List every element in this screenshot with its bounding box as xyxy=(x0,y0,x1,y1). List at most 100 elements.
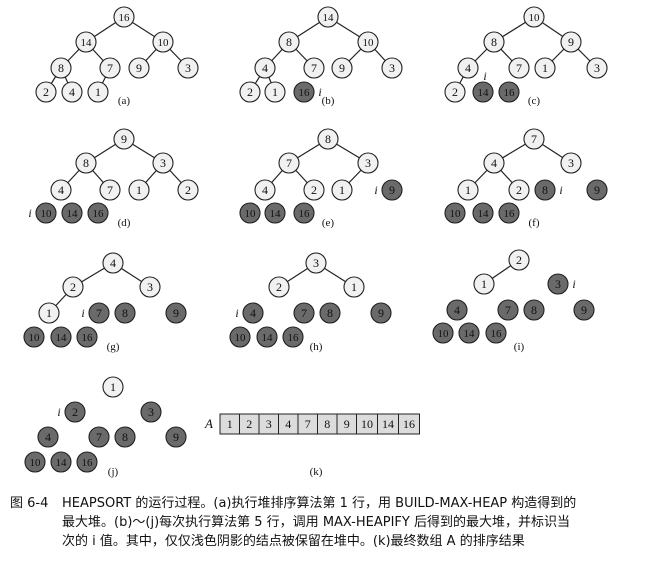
array-cell-value: 16 xyxy=(403,417,415,431)
heap-node: 9 xyxy=(331,57,353,79)
array-cell: 3 xyxy=(258,413,279,435)
heap-node-circle xyxy=(508,249,530,271)
removed-node-circle xyxy=(498,81,520,103)
node-key: 2 xyxy=(72,405,78,419)
heap-node: 10 xyxy=(24,451,46,473)
heap-node: 7 xyxy=(303,57,325,79)
node-key: 14 xyxy=(56,457,68,469)
heap-node-circle xyxy=(357,31,379,53)
node-key: 8 xyxy=(83,156,89,170)
node-key: 10 xyxy=(158,37,170,49)
node-key: 1 xyxy=(136,183,142,197)
node-key: 3 xyxy=(313,256,319,270)
heap-node: 8 xyxy=(75,152,97,174)
node-key: 10 xyxy=(245,208,257,220)
node-key: 1 xyxy=(272,85,278,99)
i-marker: i xyxy=(559,183,562,197)
heap-node: 3 xyxy=(586,57,608,79)
node-key: 1 xyxy=(110,380,116,394)
heap-node: 1 xyxy=(331,179,353,201)
node-key: 3 xyxy=(389,61,395,75)
node-key: 1 xyxy=(465,183,471,197)
heap-node: 2 xyxy=(64,401,86,423)
node-key: 9 xyxy=(568,35,574,49)
heap-node: 4 xyxy=(50,179,72,201)
array-cell-value: 9 xyxy=(344,417,350,431)
heap-node-circle xyxy=(102,376,124,398)
heap-node: 9 xyxy=(560,31,582,53)
heap-node: 16 xyxy=(76,451,98,473)
removed-node-circle xyxy=(381,179,403,201)
heap-node: 14 xyxy=(50,451,72,473)
node-key: 14 xyxy=(478,87,490,99)
removed-node-circle xyxy=(432,322,454,344)
array-cell-value: 7 xyxy=(305,417,311,431)
heap-node: 2 xyxy=(508,249,530,271)
heap-node: 8 xyxy=(114,302,136,324)
node-key: 8 xyxy=(286,35,292,49)
heap-node: 10 xyxy=(23,326,45,348)
heap-node: 7 xyxy=(88,426,110,448)
heap-node: 8 xyxy=(114,426,136,448)
heap-node: 16 xyxy=(293,202,315,224)
array-cell: 1 xyxy=(219,413,240,435)
node-key: 4 xyxy=(110,256,116,270)
node-key: 3 xyxy=(365,156,371,170)
heap-node-circle xyxy=(331,179,353,201)
heap-node-circle xyxy=(62,276,84,298)
node-key: 16 xyxy=(288,332,300,344)
array-name: A xyxy=(204,416,213,431)
heap-node: 3 xyxy=(381,57,403,79)
node-key: 10 xyxy=(529,12,541,24)
node-key: 2 xyxy=(311,183,317,197)
heap-node-circle xyxy=(264,81,286,103)
array-cell-value: 1 xyxy=(227,417,233,431)
array-cell: 8 xyxy=(317,413,338,435)
removed-node-circle xyxy=(114,426,136,448)
array-cell-value: 8 xyxy=(324,417,330,431)
caption-line-2: 最大堆。(b)～(j)每次执行算法第 5 行，调用 MAX-HEAPIFY 后得… xyxy=(62,515,570,530)
heap-node: 14 xyxy=(317,6,339,28)
node-key: 14 xyxy=(67,208,79,220)
removed-node-circle xyxy=(87,202,109,224)
removed-node-circle xyxy=(88,426,110,448)
node-key: 9 xyxy=(136,61,142,75)
heap-node: 7 xyxy=(99,57,121,79)
heap-node-circle xyxy=(303,179,325,201)
node-key: 3 xyxy=(148,405,154,419)
heap-node-circle xyxy=(586,57,608,79)
removed-node-circle xyxy=(264,202,286,224)
heap-node: 9 xyxy=(370,302,392,324)
heap-node: 9 xyxy=(165,426,187,448)
removed-node-circle xyxy=(24,451,46,473)
heap-node: 9 xyxy=(113,128,135,150)
heap-node: 9 xyxy=(381,179,403,201)
heap-node-circle xyxy=(381,57,403,79)
heap-node-circle xyxy=(99,57,121,79)
heap-node-circle xyxy=(473,273,495,295)
node-key: 7 xyxy=(311,61,317,75)
node-key: 9 xyxy=(121,132,127,146)
node-key: 2 xyxy=(516,253,522,267)
caption-figure-number: 图 6-4 xyxy=(10,496,49,511)
i-marker: i xyxy=(483,69,486,83)
heap-node: 7 xyxy=(508,57,530,79)
heap-node: 4 xyxy=(102,252,124,274)
array-cell-value: 10 xyxy=(361,417,373,431)
panel-label: (j) xyxy=(108,466,119,478)
heap-node: 1 xyxy=(102,376,124,398)
heap-node: 2 xyxy=(268,276,290,298)
node-key: 7 xyxy=(531,132,537,146)
heap-node: 1 xyxy=(457,179,479,201)
node-key: 9 xyxy=(378,306,384,320)
node-key: 2 xyxy=(247,85,253,99)
node-key: 7 xyxy=(96,430,102,444)
heap-node: 10 xyxy=(35,202,57,224)
i-marker: i xyxy=(572,277,575,291)
heap-node: 16 xyxy=(87,202,109,224)
removed-node-circle xyxy=(61,202,83,224)
node-key: 16 xyxy=(299,87,311,99)
array-cell: 7 xyxy=(297,413,318,435)
node-key: 2 xyxy=(43,85,49,99)
